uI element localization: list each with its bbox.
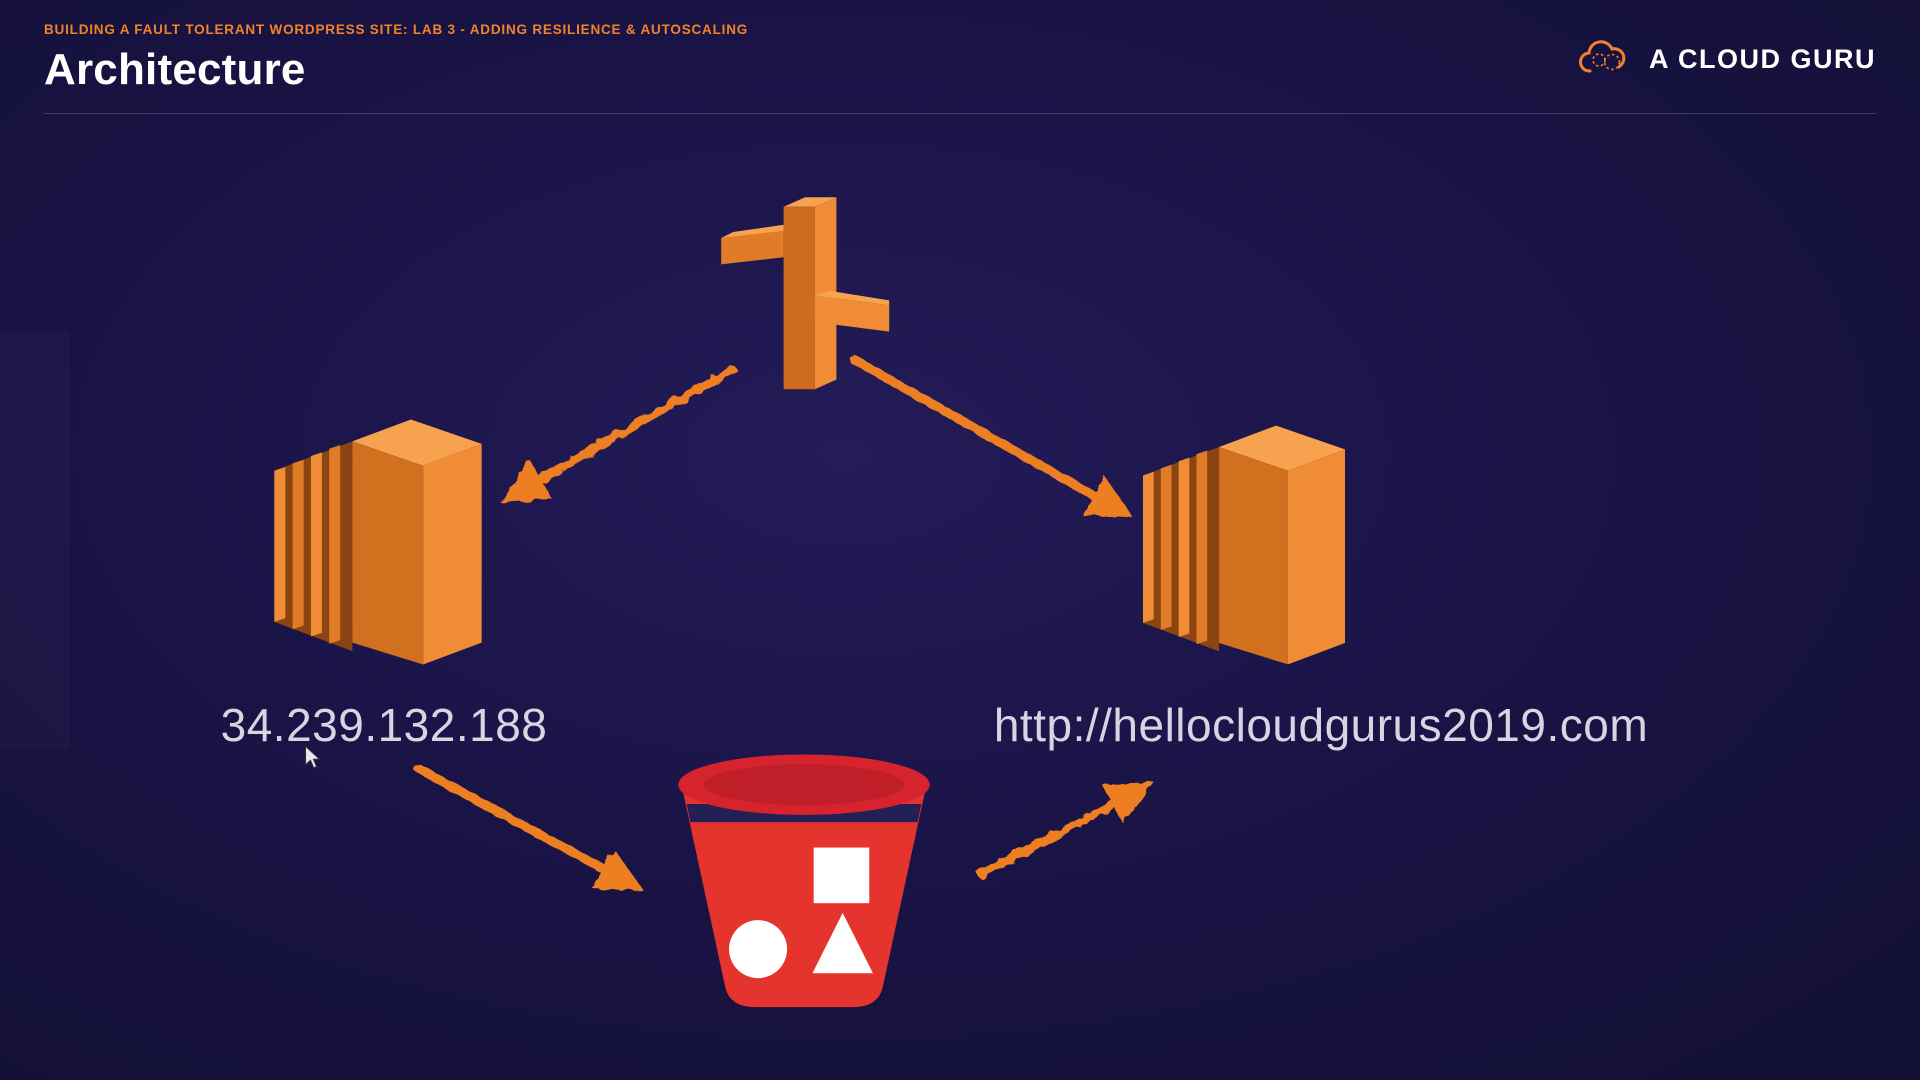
ec2-stack-left-icon [274, 417, 482, 672]
ec2-stack-right-icon [1143, 423, 1345, 672]
arrow-ip-to-bucket [414, 764, 645, 892]
acg-logo: A CLOUD GURU [1577, 38, 1876, 80]
brand-name: A CLOUD GURU [1649, 43, 1876, 74]
page-title: Architecture [44, 45, 306, 94]
cloud-icon [1579, 40, 1626, 73]
course-eyebrow: BUILDING A FAULT TOLERANT WORDPRESS SITE… [44, 22, 749, 37]
url-label: http://hellocloudgurus2019.com [993, 699, 1649, 751]
header: BUILDING A FAULT TOLERANT WORDPRESS SITE… [0, 0, 1920, 114]
s3-bucket-icon [671, 741, 937, 1022]
arrow-dns-to-left [500, 365, 737, 503]
route53-icon [714, 190, 894, 411]
ip-address-label: 34.239.132.188 [220, 699, 548, 751]
arrow-bucket-to-url [977, 782, 1155, 879]
mouse-cursor [304, 746, 322, 769]
header-divider [44, 113, 1876, 114]
arrow-dns-to-right [848, 354, 1134, 519]
